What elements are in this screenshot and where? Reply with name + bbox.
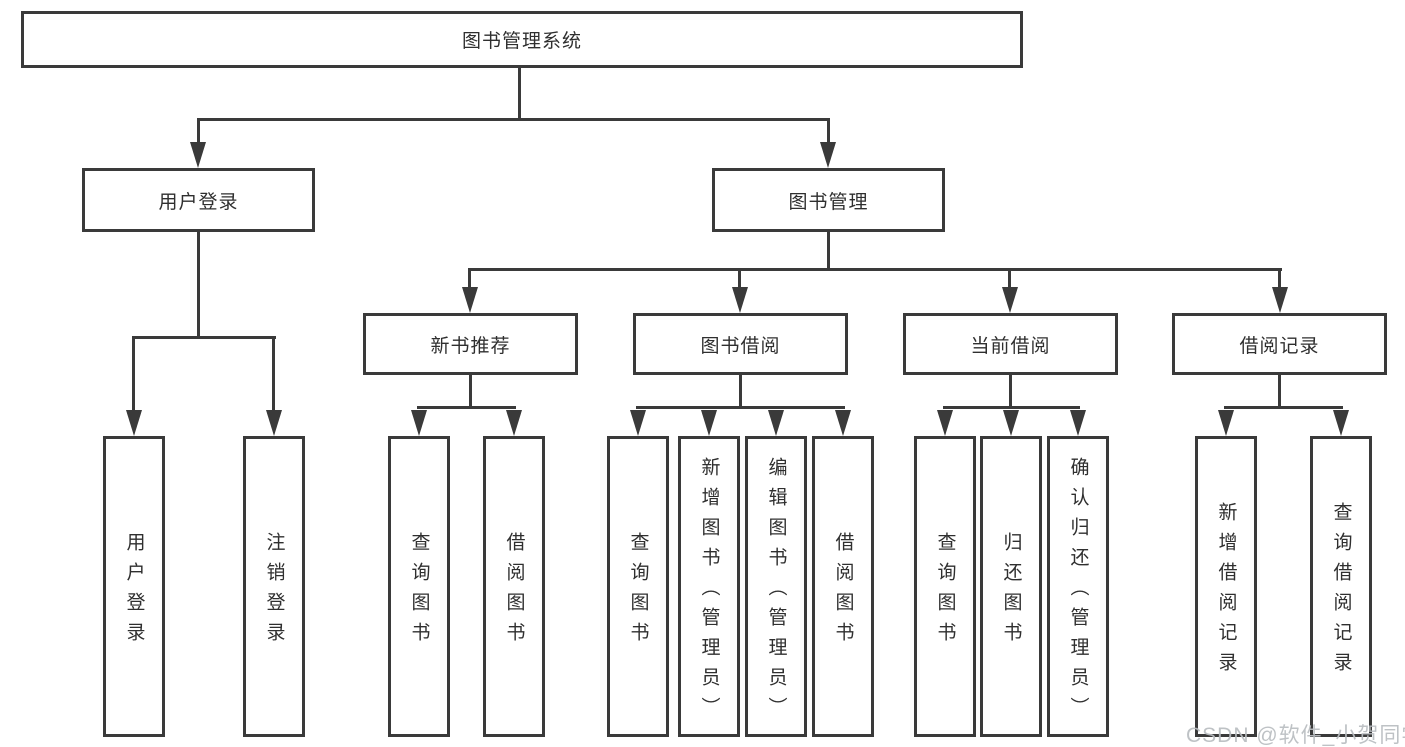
arrow-to-borrow (732, 287, 748, 313)
arrow-to-leaf-borrow-1 (630, 410, 646, 436)
node-book-management: 图书管理 (712, 168, 945, 232)
leaf-label: 查询图书 (627, 532, 649, 652)
arrow-to-recommend (462, 287, 478, 313)
arrow-to-leaf-user-2 (266, 410, 282, 436)
csdn-watermark: CSDN @软件_小贺同学 (1186, 724, 1405, 747)
leaf-node-borrow-books: 借阅图书 (812, 436, 874, 737)
leaf-node-edit-books-admin: 编辑图书（管理员） (745, 436, 807, 737)
leaf-label: 新增图书（管理员） (698, 457, 720, 727)
leaf-label: 查询借阅记录 (1330, 502, 1352, 682)
leaf-node-add-books-admin: 新增图书（管理员） (678, 436, 740, 737)
node-borrow-records: 借阅记录 (1172, 313, 1387, 375)
arrow-to-leaf-records-1 (1218, 410, 1234, 436)
connector-stub-user-login (197, 120, 200, 146)
connector-root-vertical (518, 67, 521, 121)
node-label: 当前借阅 (970, 335, 1051, 357)
connector-root-horizontal (197, 118, 830, 121)
connector-borrow-horizontal (636, 406, 845, 409)
arrow-to-leaf-recommend-1 (411, 410, 427, 436)
connector-records-vertical (1278, 375, 1281, 409)
leaf-label: 确认归还（管理员） (1067, 457, 1089, 727)
arrow-to-user-login (190, 142, 206, 168)
leaf-node-confirm-return-admin: 确认归还（管理员） (1047, 436, 1109, 737)
connector-current-vertical (1009, 375, 1012, 409)
arrow-to-records (1272, 287, 1288, 313)
node-label: 图书借阅 (700, 335, 781, 357)
leaf-label: 查询图书 (408, 532, 430, 652)
connector-stub-records (1278, 270, 1281, 290)
arrow-to-leaf-current-2 (1003, 410, 1019, 436)
arrow-to-leaf-recommend-2 (506, 410, 522, 436)
arrow-to-leaf-records-2 (1333, 410, 1349, 436)
leaf-label: 借阅图书 (832, 532, 854, 652)
connector-stub-recommend (468, 270, 471, 290)
connector-borrow-vertical (739, 375, 742, 409)
node-current-borrow: 当前借阅 (903, 313, 1118, 375)
arrow-to-leaf-borrow-3 (768, 410, 784, 436)
node-label: 用户登录 (158, 191, 239, 213)
leaf-node-recommend-borrow-books: 借阅图书 (483, 436, 545, 737)
arrow-to-current (1002, 287, 1018, 313)
leaf-label: 编辑图书（管理员） (765, 457, 787, 727)
connector-recommend-horizontal (417, 406, 516, 409)
node-label: 借阅记录 (1239, 335, 1320, 357)
connector-current-horizontal (943, 406, 1080, 409)
node-label: 图书管理 (788, 191, 869, 213)
arrow-to-leaf-current-3 (1070, 410, 1086, 436)
connector-user-horizontal (132, 336, 276, 339)
arrow-to-leaf-borrow-2 (701, 410, 717, 436)
connector-mgmt-vertical (827, 232, 830, 270)
leaf-label: 新增借阅记录 (1215, 502, 1237, 682)
leaf-label: 注销登录 (263, 532, 285, 652)
connector-user-vertical (197, 232, 200, 339)
connector-stub-book-management (827, 120, 830, 146)
leaf-node-logout: 注销登录 (243, 436, 305, 737)
connector-stub-leaf-user-2 (272, 338, 275, 412)
leaf-node-return-books: 归还图书 (980, 436, 1042, 737)
connector-stub-current (1008, 270, 1011, 290)
leaf-label: 归还图书 (1000, 532, 1022, 652)
node-label: 图书管理系统 (461, 31, 582, 52)
leaf-node-query-borrow-record: 查询借阅记录 (1310, 436, 1372, 737)
leaf-node-add-borrow-record: 新增借阅记录 (1195, 436, 1257, 737)
leaf-label: 用户登录 (123, 532, 145, 652)
connector-stub-leaf-user-1 (132, 338, 135, 412)
connector-records-horizontal (1224, 406, 1343, 409)
arrow-to-leaf-current-1 (937, 410, 953, 436)
leaf-node-recommend-query-books: 查询图书 (388, 436, 450, 737)
leaf-node-current-query-books: 查询图书 (914, 436, 976, 737)
leaf-node-borrow-query-books: 查询图书 (607, 436, 669, 737)
node-user-login: 用户登录 (82, 168, 315, 232)
node-label: 新书推荐 (430, 335, 511, 357)
arrow-to-book-management (820, 142, 836, 168)
node-library-system: 图书管理系统 (21, 11, 1023, 68)
arrow-to-leaf-borrow-4 (835, 410, 851, 436)
leaf-node-user-login: 用户登录 (103, 436, 165, 737)
node-book-borrow: 图书借阅 (633, 313, 848, 375)
connector-recommend-vertical (469, 375, 472, 409)
node-new-book-recommend: 新书推荐 (363, 313, 578, 375)
leaf-label: 查询图书 (934, 532, 956, 652)
arrow-to-leaf-user-1 (126, 410, 142, 436)
connector-stub-borrow (738, 270, 741, 290)
leaf-label: 借阅图书 (503, 532, 525, 652)
connector-mgmt-horizontal (468, 268, 1282, 271)
